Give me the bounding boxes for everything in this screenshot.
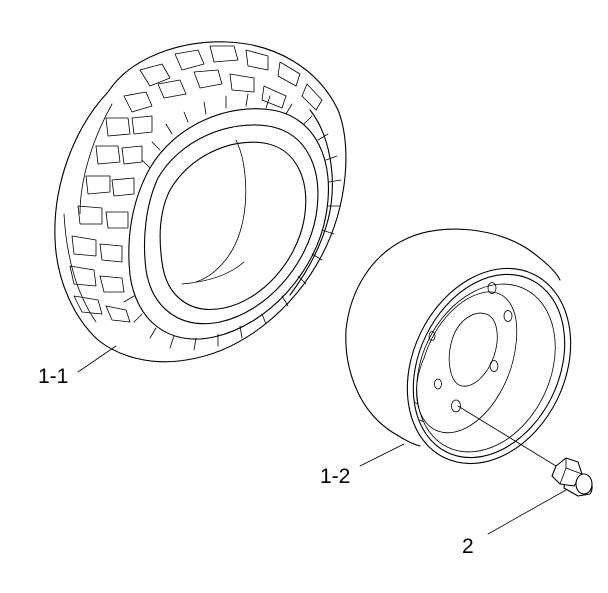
bolt-hole [428,331,436,341]
rim-disc-outline [416,291,518,434]
tire-tread-pattern [63,45,323,323]
bolt-hole [489,360,499,372]
rim-bolt-holes [428,282,513,413]
tire-shoulder-sipes [123,93,342,351]
bolt-hole [503,310,513,322]
tire-sidewall-shoulder [128,108,329,340]
leader-line-tire [77,345,117,373]
callout-nut: 2 [462,535,474,558]
callout-tire: 1-1 [38,365,68,388]
wheel-nut-drawing [551,457,593,497]
tire-inner-backwall [195,139,247,283]
leader-line-nut [487,489,567,535]
rim-flange-lip [412,273,566,459]
leader-line-axis [457,405,557,467]
rim-inner-edge [416,283,556,453]
bolt-hole [434,378,442,390]
tire-bead-outer [144,124,319,325]
tire-outer-outline [54,41,347,363]
bolt-hole [487,282,497,294]
leader-line-rim [359,443,405,467]
rim-front-flange [406,267,572,465]
tire-bore [159,141,307,310]
rim-back-edge [345,228,561,331]
nut-cap [575,473,593,495]
rim-body-bottom [345,329,421,447]
rim-drawing [345,228,572,465]
callout-rim: 1-2 [320,465,350,488]
tire-drawing [54,41,347,363]
rim-hub-bore [448,312,498,387]
bolt-hole [451,399,461,413]
tire-back-bore [289,109,333,296]
